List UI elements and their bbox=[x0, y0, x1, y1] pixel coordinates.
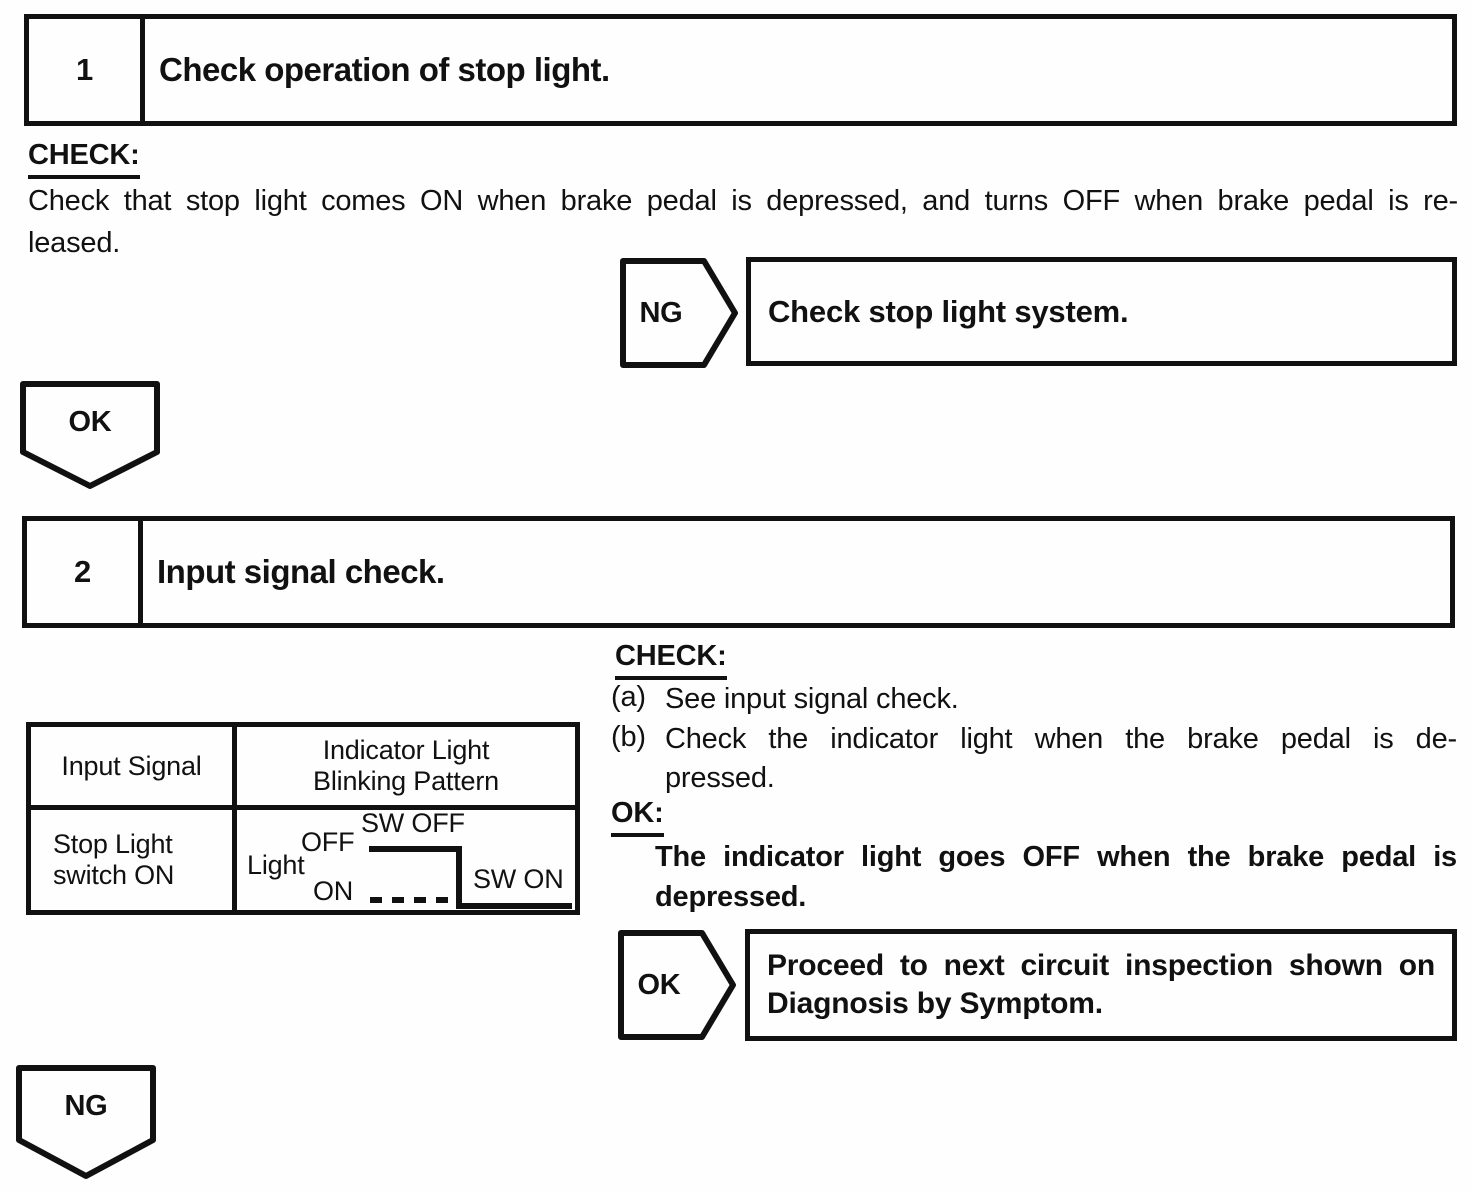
step2-ok-statement-line2: depressed. bbox=[655, 881, 807, 913]
step2-ng-label: NG bbox=[64, 1090, 108, 1122]
check-item-b-text-line1: Check the indicator light when the brake… bbox=[665, 723, 1457, 755]
table-header-line1: Indicator Light bbox=[322, 735, 490, 765]
down-pentagon-icon bbox=[16, 1065, 156, 1179]
check-item-b-text-line2: pressed. bbox=[665, 762, 775, 794]
waveform-signal-label: Light bbox=[247, 850, 305, 880]
check-item-a-marker: (a) bbox=[611, 681, 646, 713]
table-header-input-signal: Input Signal bbox=[31, 727, 237, 805]
waveform-off-label: OFF bbox=[301, 827, 355, 857]
down-pentagon-icon bbox=[20, 381, 160, 489]
step2-check-heading-text: CHECK: bbox=[615, 640, 727, 680]
input-signal-line1: Stop Light bbox=[53, 829, 173, 859]
check-item-a-text: See input signal check. bbox=[665, 683, 959, 715]
input-signal-table: Input Signal Indicator Light Blinking Pa… bbox=[26, 722, 580, 915]
step2-ok-heading-text: OK: bbox=[611, 797, 664, 837]
step2-ok-arrow-label: OK bbox=[637, 968, 681, 1001]
table-cell-input-signal: Stop Light switch ON bbox=[31, 810, 237, 910]
table-header-line2: Blinking Pattern bbox=[313, 766, 499, 796]
waveform-cell: Light OFF SW OFF ON SW ON bbox=[237, 810, 575, 910]
step2-ok-heading: OK: bbox=[611, 797, 664, 837]
step1-ng-arrow: NG bbox=[619, 257, 741, 369]
step2-title: Input signal check. bbox=[157, 553, 445, 590]
input-signal-line2: switch ON bbox=[53, 860, 175, 890]
step1-ng-action-box: Check stop light system. bbox=[746, 257, 1457, 366]
step2-ng-connector: NG bbox=[15, 1064, 157, 1182]
waveform-on-dashed-line bbox=[370, 897, 454, 903]
table-data-row: Stop Light switch ON Light OFF SW OFF ON… bbox=[31, 810, 575, 910]
step2-header-box: 2 Input signal check. bbox=[22, 516, 1455, 628]
step2-number: 2 bbox=[27, 521, 143, 623]
step2-ok-action-line1: Proceed to next circuit inspection shown… bbox=[767, 949, 1435, 982]
waveform-on-level-line bbox=[456, 903, 572, 909]
step1-ok-connector: OK bbox=[19, 380, 161, 492]
step1-ok-label: OK bbox=[68, 406, 112, 438]
waveform-off-level-line bbox=[369, 846, 462, 852]
step2-check-heading: CHECK: bbox=[615, 640, 727, 680]
table-header-blinking-pattern: Indicator Light Blinking Pattern bbox=[237, 727, 575, 805]
waveform-on-label: ON bbox=[313, 876, 354, 906]
step1-check-heading-text: CHECK: bbox=[28, 139, 140, 179]
step1-title: Check operation of stop light. bbox=[159, 51, 610, 88]
waveform-step-down-line bbox=[456, 846, 462, 909]
step2-ok-statement-line1: The indicator light goes OFF when the br… bbox=[655, 841, 1457, 873]
table-header-row: Input Signal Indicator Light Blinking Pa… bbox=[31, 727, 575, 810]
step1-header-box: 1 Check operation of stop light. bbox=[24, 14, 1457, 126]
waveform-sw-on-label: SW ON bbox=[473, 864, 564, 894]
step2-ok-arrow: OK bbox=[617, 929, 739, 1041]
right-arrow-pentagon-icon bbox=[618, 930, 736, 1040]
waveform-sw-off-label: SW OFF bbox=[361, 808, 465, 838]
step1-ng-label: NG bbox=[639, 296, 683, 329]
check-item-b-marker: (b) bbox=[611, 721, 646, 753]
step1-number: 1 bbox=[29, 19, 145, 121]
step1-ng-action-text: Check stop light system. bbox=[768, 293, 1129, 329]
step2-ok-action-line2: Diagnosis by Symptom. bbox=[767, 987, 1103, 1020]
step1-check-heading: CHECK: bbox=[28, 139, 140, 179]
right-arrow-pentagon-icon bbox=[620, 258, 738, 368]
table-header-blinking-pattern-lines: Indicator Light Blinking Pattern bbox=[237, 727, 575, 805]
step1-check-text-line2: leased. bbox=[28, 227, 121, 259]
step1-check-text-line1: Check that stop light comes ON when brak… bbox=[28, 185, 1458, 217]
step2-ok-action-box: Proceed to next circuit inspection shown… bbox=[745, 929, 1457, 1041]
